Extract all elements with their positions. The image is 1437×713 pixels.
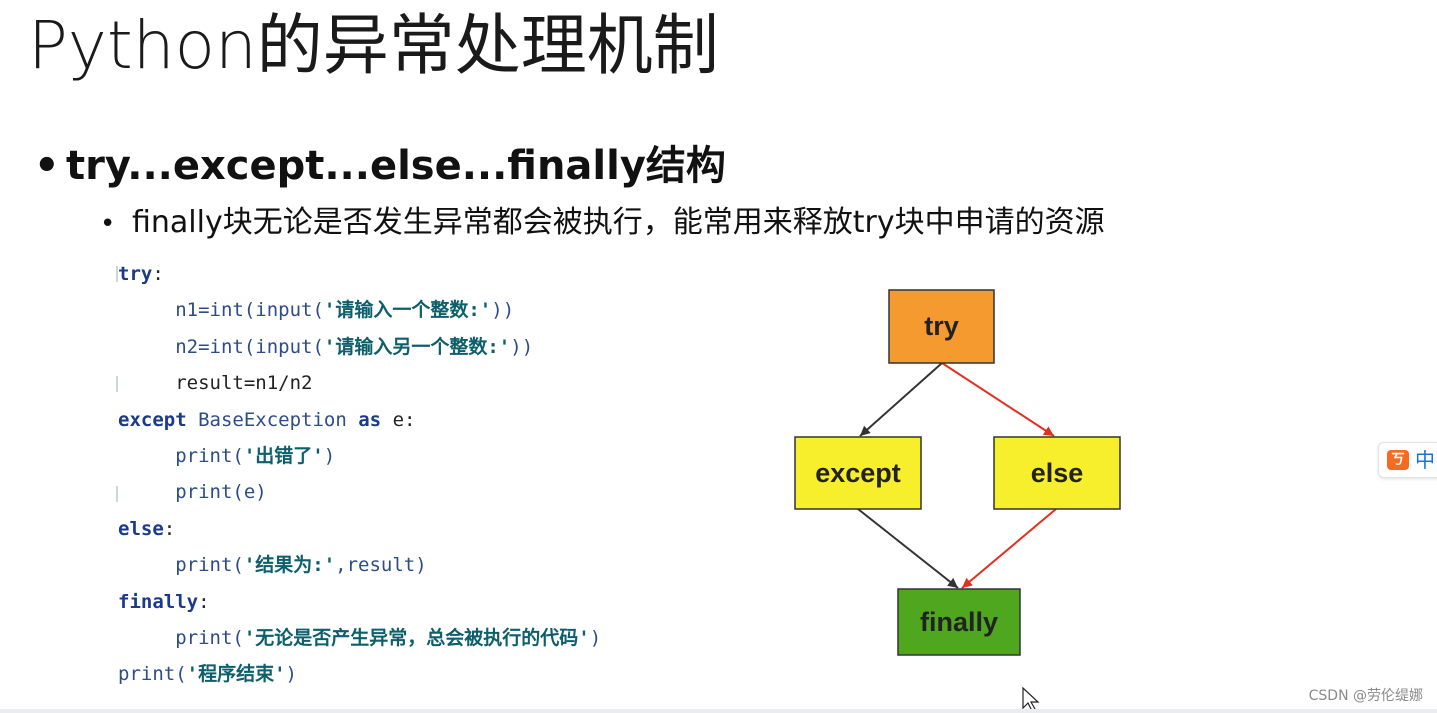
code-string: '结果为:' — [243, 554, 336, 577]
node-try-label: try — [924, 311, 959, 341]
code-line: n2=int(input('请输入另一个整数:')) — [175, 335, 534, 358]
code-string: '请输入一个整数:' — [323, 299, 492, 322]
ime-language-toggle[interactable]: 中 — [1415, 448, 1435, 472]
code-line: else: — [118, 517, 176, 540]
mouse-cursor-icon — [1022, 686, 1040, 712]
bullet-level1-text: try...except...else...finally结构 — [66, 143, 726, 189]
watermark: CSDN @劳伦缇娜 — [1308, 688, 1423, 704]
node-else: else — [993, 436, 1121, 510]
code-line: print('结果为:',result) — [175, 554, 427, 577]
bullet-level1: •try...except...else...finally结构 — [34, 138, 726, 194]
code-line: print(e) — [175, 481, 267, 504]
code-line: result=n1/n2 — [175, 372, 313, 395]
slide-title: Python的异常处理机制 — [28, 7, 719, 84]
edge-except-to-finally — [857, 508, 959, 589]
node-finally-label: finally — [920, 607, 998, 637]
code-line: finally: — [118, 590, 210, 613]
code-string: '程序结束' — [186, 663, 286, 686]
code-keyword: try — [118, 263, 153, 285]
node-except: except — [794, 436, 922, 510]
code-string: '请输入另一个整数:' — [323, 335, 511, 358]
code-line: print('无论是否产生异常，总会被执行的代码') — [175, 626, 602, 649]
bullet-level2: • finally块无论是否发生异常都会被执行，能常用来释放try块中申请的资源 — [100, 199, 1105, 248]
node-finally: finally — [897, 588, 1021, 656]
node-try: try — [888, 289, 995, 364]
ime-logo-icon[interactable]: ㄎ — [1387, 450, 1409, 470]
edge-mark — [116, 266, 118, 282]
code-line: try: — [118, 263, 164, 285]
code-line: print('出错了') — [175, 444, 336, 467]
edge-try-to-else — [941, 362, 1055, 437]
bullet-dot: • — [34, 143, 60, 189]
node-except-label: except — [815, 458, 901, 488]
code-block: try: n1=int(input('请输入一个整数:')) n2=int(in… — [118, 256, 601, 693]
node-else-label: else — [1031, 458, 1084, 488]
bullet-dot: • — [100, 209, 116, 239]
code-line: n1=int(input('请输入一个整数:')) — [175, 299, 515, 322]
code-keyword: finally — [118, 590, 199, 613]
code-keyword: except — [118, 408, 187, 431]
edge-mark — [116, 376, 118, 392]
code-string: '无论是否产生异常，总会被执行的代码' — [243, 626, 590, 649]
edge-mark — [116, 486, 118, 502]
code-string: '出错了' — [243, 444, 324, 467]
edge-else-to-finally — [961, 508, 1057, 589]
ime-toolbar[interactable]: ㄎ 中 — [1378, 442, 1437, 478]
edge-try-to-except — [859, 362, 943, 437]
code-keyword: as — [358, 408, 382, 431]
code-line: print('程序结束') — [118, 663, 297, 686]
code-line: except BaseException as e: — [118, 408, 416, 431]
bottom-bar — [0, 709, 1437, 713]
code-keyword: else — [118, 517, 164, 540]
bullet-level2-text: finally块无论是否发生异常都会被执行，能常用来释放try块中申请的资源 — [132, 205, 1105, 240]
